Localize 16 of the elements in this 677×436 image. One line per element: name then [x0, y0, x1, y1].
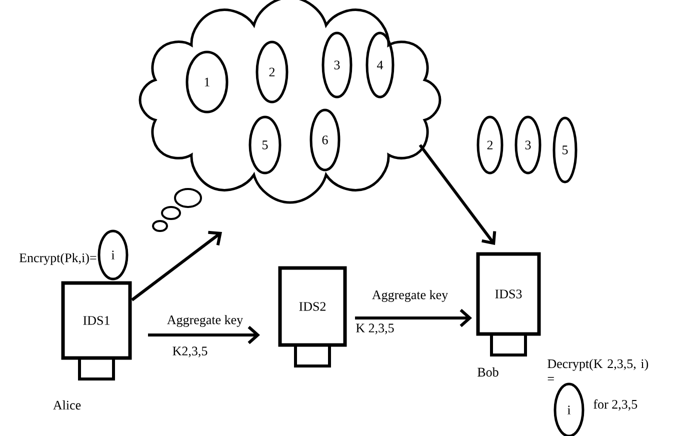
edge-label: Aggregate key [166, 314, 244, 328]
node-caption: Encrypt(Pk,i)= [19, 253, 96, 265]
edge-label: Aggregate key [370, 289, 450, 303]
node-caption: Bob [478, 367, 498, 377]
computer-drawing: IDS2 [278, 266, 347, 368]
key-label: K 2,3,5 [354, 322, 396, 336]
cloud-drawing [138, 0, 442, 232]
arrow [418, 144, 496, 245]
key-label: K2,3,5 [171, 346, 209, 358]
node-caption: for 2,3,5 [594, 399, 638, 411]
arrow [131, 230, 222, 302]
node-caption: Alice [53, 400, 81, 410]
computer-drawing: IDS3 [476, 252, 541, 356]
arrow [355, 308, 472, 328]
computer-drawing: IDS1 [61, 281, 132, 380]
arrow [148, 326, 260, 344]
